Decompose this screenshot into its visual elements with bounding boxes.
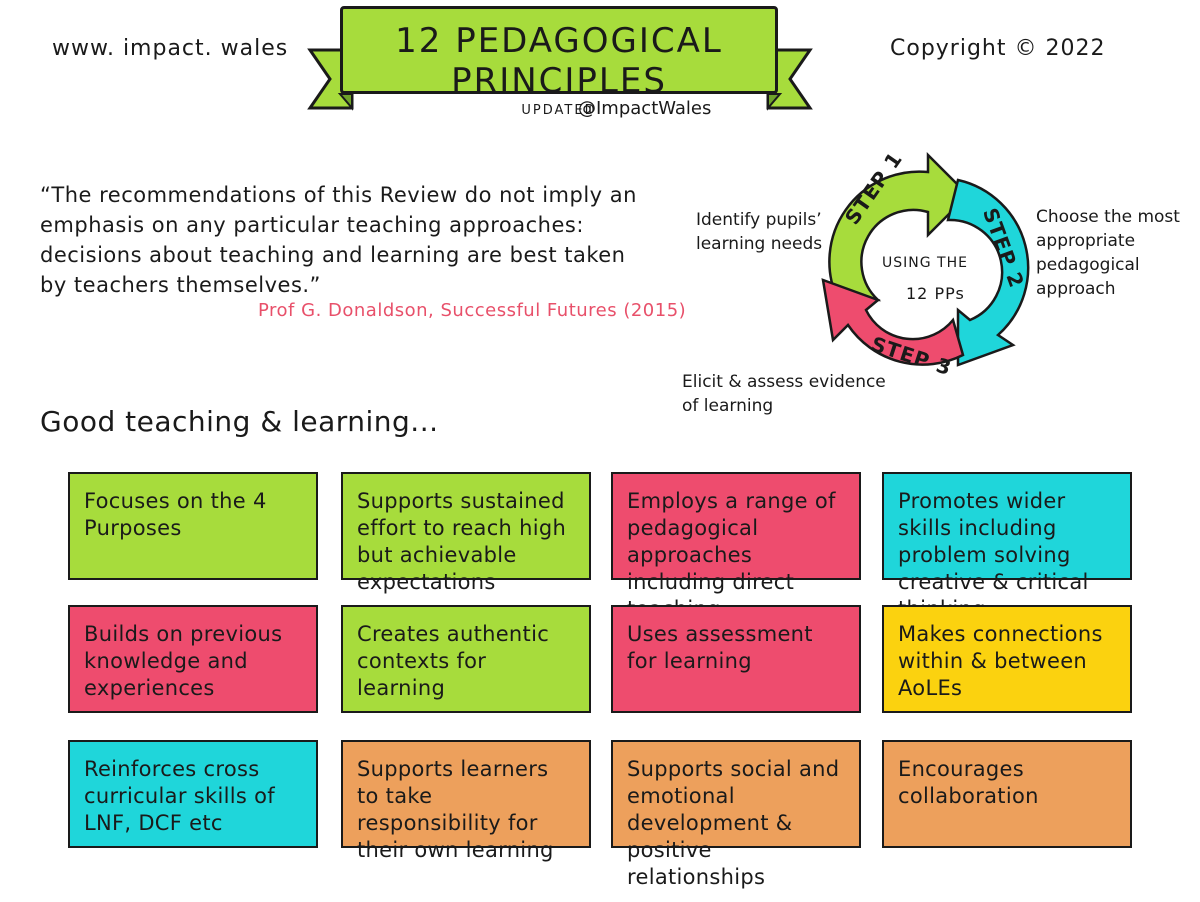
quote-citation: Prof G. Donaldson, Successful Futures (2… xyxy=(258,300,687,321)
page-title: 12 PEDAGOGICAL PRINCIPLES xyxy=(395,21,723,101)
principle-card: Reinforces cross curricular skills of LN… xyxy=(68,740,318,848)
social-handle: @ImpactWales xyxy=(578,98,712,119)
principle-card: Encourages collaboration xyxy=(882,740,1132,848)
principle-card: Supports learners to take responsibility… xyxy=(341,740,591,862)
copyright: Copyright © 2022 xyxy=(890,36,1106,61)
cycle-center-line2: 12 PPs xyxy=(906,284,965,303)
banner-left-fold xyxy=(337,93,353,111)
step-1-arrow xyxy=(828,151,970,302)
section-heading: Good teaching & learning... xyxy=(40,405,439,438)
principle-card: Uses assessment for learning xyxy=(611,605,861,713)
step-2-note: Choose the most appropriate pedagogical … xyxy=(1036,207,1180,299)
site-url: www. impact. wales xyxy=(52,36,289,61)
principle-card: Focuses on the 4 Purposes xyxy=(68,472,318,580)
principle-card: Supports sustained effort to reach high … xyxy=(341,472,591,594)
principle-card: Creates authentic contexts for learning xyxy=(341,605,591,713)
principle-card: Builds on previous knowledge and experie… xyxy=(68,605,318,713)
principle-card: Supports social and emotional developmen… xyxy=(611,740,861,889)
principle-card: Promotes wider skills including problem … xyxy=(882,472,1132,621)
banner-right-fold xyxy=(767,93,783,111)
step-3-note: Elicit & assess evidence of learning xyxy=(682,372,886,416)
title-banner: 12 PEDAGOGICAL PRINCIPLES UPDATED xyxy=(340,6,778,118)
step-cycle-diagram xyxy=(821,151,1030,367)
principle-card: Employs a range of pedagogical approache… xyxy=(611,472,861,621)
page-subtitle: UPDATED xyxy=(521,103,597,118)
review-quote: “The recommendations of this Review do n… xyxy=(40,183,637,297)
cycle-center-line1: USING THE xyxy=(882,255,968,271)
step-3-arrow xyxy=(821,278,965,366)
step-1-note: Identify pupils’ learning needs xyxy=(696,210,823,254)
principle-card: Makes connections within & between AoLEs xyxy=(882,605,1132,713)
